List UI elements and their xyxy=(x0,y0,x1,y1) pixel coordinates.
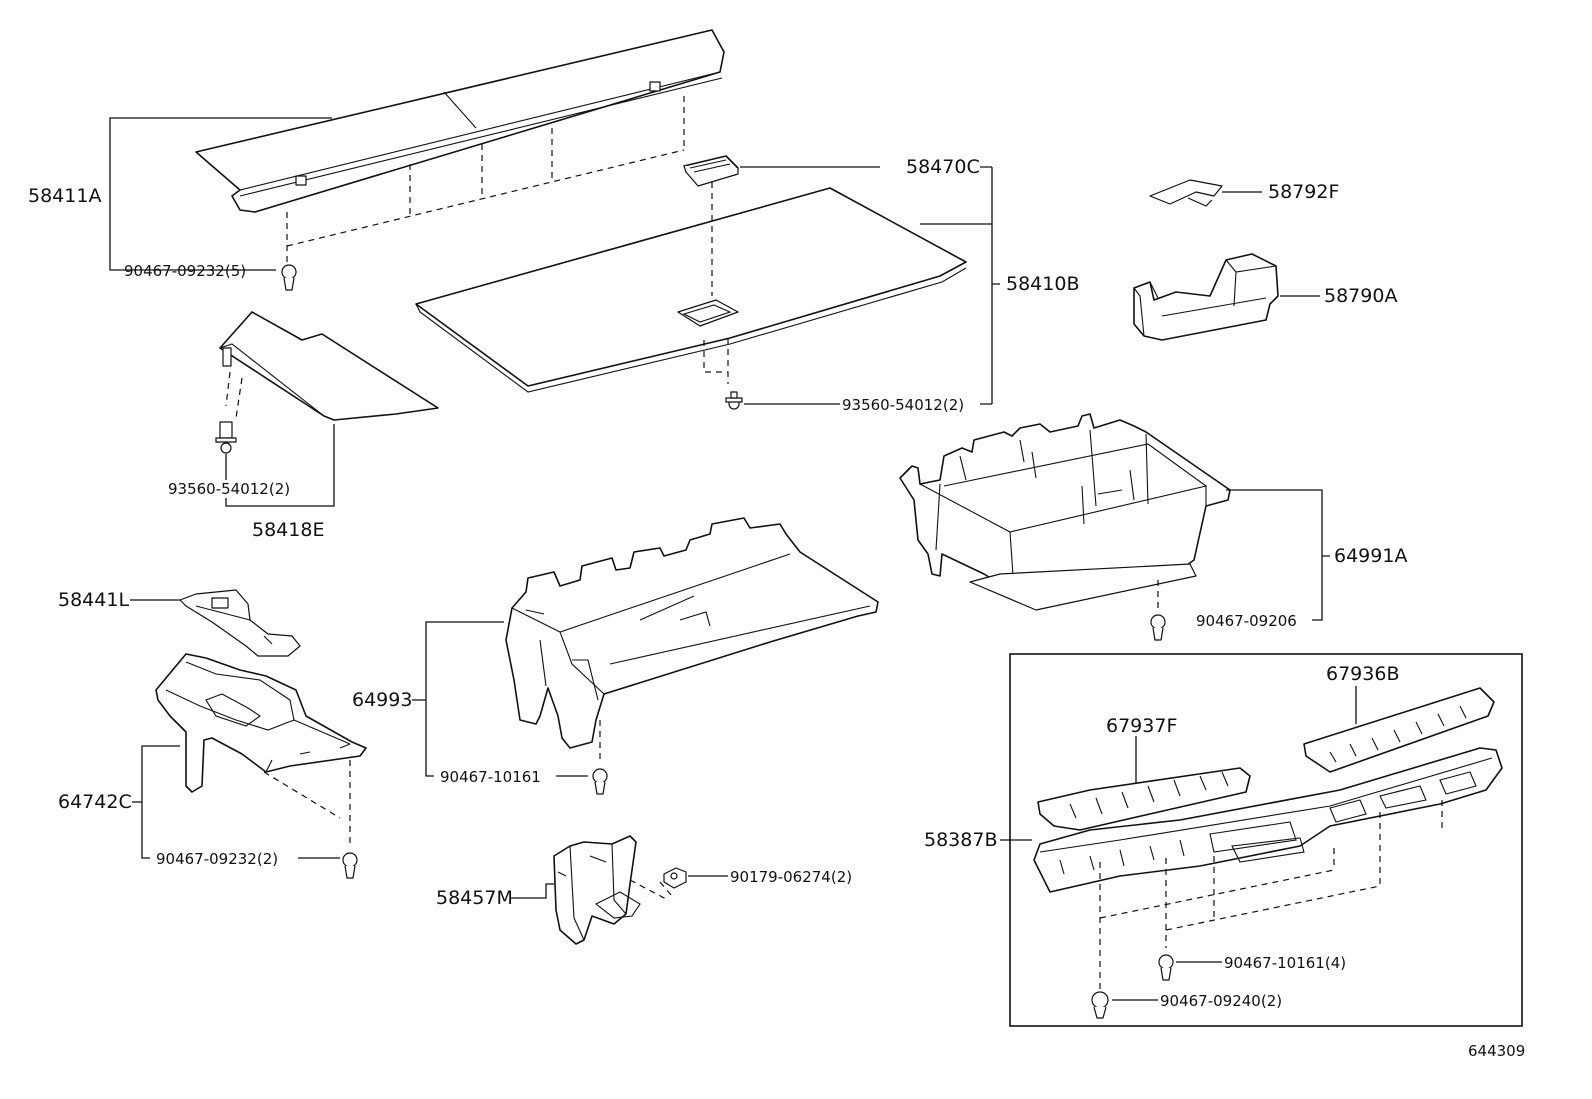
label-67937F: 67937F xyxy=(1106,715,1177,737)
leader-58457M xyxy=(510,883,554,899)
label-58418E: 58418E xyxy=(252,519,324,541)
label-58441L: 58441L xyxy=(58,589,129,611)
clip-icon xyxy=(1150,614,1166,641)
clip-icon xyxy=(592,768,608,795)
label-90179-06274-2: 90179-06274(2) xyxy=(730,868,852,886)
bumper-plate-58387B xyxy=(1033,747,1503,893)
scuff-plate-67937F xyxy=(1037,767,1251,831)
tonneau-cover-58411A xyxy=(195,29,725,213)
stand-64742C xyxy=(155,653,367,793)
label-58792F: 58792F xyxy=(1268,181,1339,203)
label-90467-09232-2: 90467-09232(2) xyxy=(156,850,278,868)
screw-icon xyxy=(215,421,237,454)
screw-icon xyxy=(725,391,743,410)
dash-58457M xyxy=(629,879,673,901)
dash-58410B xyxy=(703,338,729,384)
label-58411A: 58411A xyxy=(28,185,101,207)
label-58790A: 58790A xyxy=(1324,285,1397,307)
label-64991A: 64991A xyxy=(1334,545,1407,567)
leader-64742C xyxy=(132,745,340,859)
label-90467-09206: 90467-09206 xyxy=(1196,612,1297,630)
bracket-58457M xyxy=(553,835,641,945)
label-58457M: 58457M xyxy=(436,887,513,909)
leader-58410B xyxy=(920,166,1000,405)
leader-64993 xyxy=(412,621,588,777)
side-board-58418E xyxy=(219,311,439,421)
clip-icon xyxy=(281,264,297,291)
lid-58470C xyxy=(683,155,739,187)
label-90467-09232-5: 90467-09232(5) xyxy=(124,262,246,280)
tray-64991A xyxy=(899,413,1231,611)
label-64993: 64993 xyxy=(352,689,412,711)
label-64742C: 64742C xyxy=(58,791,132,813)
dash-58418E xyxy=(225,371,243,419)
label-58387B: 58387B xyxy=(924,829,997,851)
trim-64993 xyxy=(505,517,879,749)
label-67936B: 67936B xyxy=(1326,663,1399,685)
scuff-plate-67936B xyxy=(1303,687,1495,773)
bracket-58441L xyxy=(179,589,301,657)
label-58470C: 58470C xyxy=(906,156,980,178)
clip-icon xyxy=(1091,991,1109,1019)
label-93560-54012-2-top: 93560-54012(2) xyxy=(842,396,964,414)
label-90467-09240-2: 90467-09240(2) xyxy=(1160,992,1282,1010)
dash-58387B xyxy=(1099,800,1443,990)
clip-58792F xyxy=(1149,179,1223,207)
dash-64742C xyxy=(263,760,351,848)
label-58410B: 58410B xyxy=(1006,273,1079,295)
leader-58418E xyxy=(225,424,335,507)
leader-64991A xyxy=(1226,489,1330,621)
diagram-id: 644309 xyxy=(1468,1042,1525,1060)
bracket-58790A xyxy=(1133,253,1279,341)
deck-board-58410B xyxy=(415,187,967,393)
clip-icon xyxy=(342,852,358,879)
dash-58411A xyxy=(286,96,685,266)
label-93560-54012-2-left: 93560-54012(2) xyxy=(168,480,290,498)
nut-icon xyxy=(663,867,687,889)
clip-icon xyxy=(1158,954,1174,981)
leader-58411A xyxy=(109,117,332,271)
label-90467-10161: 90467-10161 xyxy=(440,768,541,786)
label-90467-10161-4: 90467-10161(4) xyxy=(1224,954,1346,972)
